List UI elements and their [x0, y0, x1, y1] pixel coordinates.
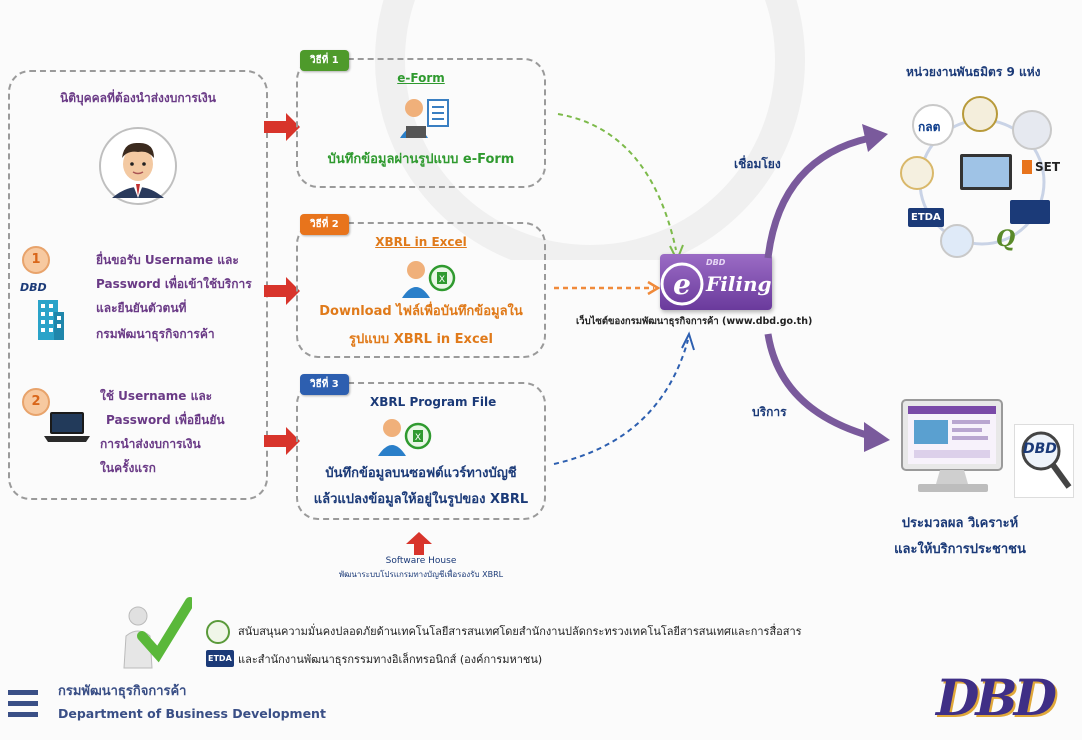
menu-lines-icon	[8, 690, 38, 717]
dept-name-th: กรมพัฒนาธุรกิจการค้า	[58, 684, 187, 699]
step-1-line-4: กรมพัฒนาธุรกิจการค้า	[96, 327, 215, 341]
efiling-logo-text: Filing	[706, 272, 772, 296]
dbd-small-logo: DBD	[20, 281, 47, 294]
method-2-title: XBRL in Excel	[375, 235, 467, 249]
partner-logo-set: SET	[1022, 160, 1060, 174]
method-3-box	[296, 382, 546, 520]
method-3-tag: วิธีที่ 3	[300, 374, 349, 395]
step-2-badge: 2	[22, 388, 50, 416]
partner-logo-rd	[1010, 200, 1050, 224]
step-1-badge: 1	[22, 246, 50, 274]
arrow-to-service	[764, 333, 890, 452]
arrow-to-method-3	[264, 427, 300, 455]
partner-logo-gear	[940, 224, 974, 258]
partner-laptop-icon	[960, 154, 1012, 190]
efiling-e-icon: e	[660, 262, 704, 306]
method-3-title: XBRL Program File	[370, 395, 497, 409]
watermark-seal	[375, 0, 805, 260]
person-xbrl-icon: X	[378, 419, 432, 456]
method-1-box	[296, 58, 546, 188]
method-1-tag: วิธีที่ 1	[300, 50, 349, 71]
dbd-magnifier-label: DBD	[1023, 441, 1057, 457]
step-1-line-2: Password เพื่อเข้าใช้บริการ	[96, 277, 252, 291]
arrow-to-method-2	[264, 277, 300, 305]
method-1-title: e-Form	[397, 71, 445, 85]
support-line-1: สนับสนุนความมั่นคงปลอดภัยด้านเทคโนโลยีสา…	[238, 625, 802, 638]
dashed-connectors	[553, 113, 695, 465]
method-2-desc-line-1: Download ไฟล์เพื่อบันทึกข้อมูลใน	[319, 304, 523, 319]
partner-logo-compass	[900, 156, 934, 190]
partner-logo-sec: กลต	[912, 104, 954, 146]
user-avatar-icon	[99, 127, 177, 205]
dept-name-en: Department of Business Development	[58, 706, 326, 721]
svg-text:X: X	[439, 275, 445, 285]
service-caption-line-2: และให้บริการประชาชน	[894, 542, 1026, 557]
computer-monitor-icon	[901, 399, 1003, 492]
arrow-to-partners	[764, 124, 888, 259]
etda-small-logo: ETDA	[206, 650, 234, 667]
support-line-2: และสำนักงานพัฒนาธุรกรรมทางอิเล็กทรอนิกส์…	[238, 653, 543, 666]
partner-logo-moc	[962, 96, 998, 132]
partners-title: หน่วยงานพันธมิตร 9 แห่ง	[906, 65, 1041, 79]
mict-seal-icon	[206, 620, 230, 644]
efiling-dbd-small: DBD	[706, 258, 726, 267]
svg-text:e: e	[673, 268, 691, 301]
method-2-box	[296, 222, 546, 358]
person-excel-icon: X	[402, 261, 456, 298]
laptop-icon	[44, 412, 90, 442]
step-2-line-4: ในครั้งแรก	[100, 461, 156, 475]
svg-text:X: X	[415, 433, 421, 443]
partner-logo-seal	[1012, 110, 1052, 150]
magnifier-icon	[1021, 431, 1072, 489]
method-3-desc-line-2: แล้วแปลงข้อมูลให้อยู่ในรูปของ XBRL	[313, 492, 529, 507]
method-1-desc: บันทึกข้อมูลผ่านรูปแบบ e-Form	[327, 152, 515, 167]
method-2-tag: วิธีที่ 2	[300, 214, 349, 235]
method-2-desc-line-2: รูปแบบ XBRL in Excel	[349, 332, 493, 347]
step-2-line-3: การนำส่งงบการเงิน	[100, 437, 201, 451]
partner-logo-q: Q	[996, 226, 1016, 252]
step-2-line-1: ใช้ Username และ	[100, 389, 213, 403]
step-1-line-3: และยืนยันตัวตนที่	[96, 301, 187, 315]
service-label: บริการ	[752, 405, 787, 419]
step-2-line-2: Password เพื่อยืนยัน	[106, 413, 225, 427]
efiling-caption: เว็บไซต์ของกรมพัฒนาธุรกิจการค้า (www.dbd…	[576, 316, 813, 327]
step-1-line-1: ยื่นขอรับ Username และ	[96, 253, 239, 267]
method-3-desc-line-1: บันทึกข้อมูลบนซอฟต์แวร์ทางบัญชี	[325, 466, 517, 481]
partner-logo-etda: ETDA	[908, 208, 944, 227]
arrow-up-software-house	[406, 532, 432, 555]
service-caption-line-1: ประมวลผล วิเคราะห์	[901, 516, 1019, 531]
software-house-title: Software House	[385, 556, 457, 566]
left-panel-title: นิติบุคคลที่ต้องนำส่งงบการเงิน	[59, 91, 216, 105]
dbd-logo: DBD	[936, 668, 1057, 727]
link-label: เชื่อมโยง	[734, 157, 781, 171]
software-house-desc: พัฒนาระบบโปรแกรมทางบัญชีเพื่อรองรับ XBRL	[338, 570, 504, 579]
efiling-logo: e DBD Filing	[660, 254, 772, 310]
dbd-magnifier: DBD	[1014, 424, 1074, 498]
arrow-to-method-1	[264, 113, 300, 141]
building-icon	[38, 300, 64, 340]
person-document-icon	[400, 99, 449, 138]
person-checkmark-icon	[123, 597, 192, 669]
